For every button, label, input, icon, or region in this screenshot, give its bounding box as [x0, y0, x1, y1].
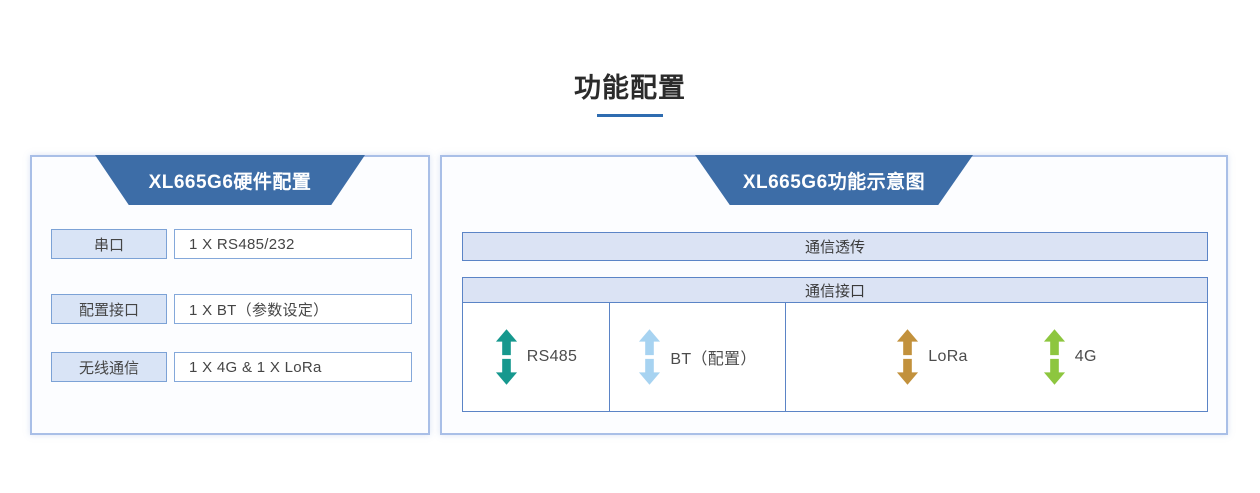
- interface-cell-bt: BT（配置）: [609, 303, 785, 411]
- double-vertical-arrow-icon: [897, 329, 919, 385]
- title-underline: [597, 114, 663, 117]
- page-header: 功能配置: [0, 66, 1260, 117]
- function-diagram-panel: XL665G6功能示意图 通信透传 通信接口 RS485: [440, 155, 1228, 435]
- interface-cell-wireless: LoRa 4G: [785, 303, 1207, 411]
- diagram-panel-title: XL665G6功能示意图: [742, 171, 926, 193]
- hardware-row-label: 配置接口: [51, 294, 167, 324]
- hardware-row-label: 串口: [51, 229, 167, 259]
- page-title: 功能配置: [574, 73, 686, 103]
- double-vertical-arrow-icon: [1043, 329, 1065, 385]
- interface-label: RS485: [526, 348, 578, 365]
- hardware-row-value: 1 X BT（参数设定）: [174, 294, 412, 324]
- interface-label: 4G: [1074, 348, 1097, 365]
- interface-group-4g: 4G: [1043, 328, 1097, 386]
- interface-table-header: 通信接口: [462, 277, 1208, 303]
- double-vertical-arrow-icon: [495, 329, 517, 385]
- hardware-row-label: 无线通信: [51, 352, 167, 382]
- hardware-row-config-interface: 配置接口 1 X BT（参数设定）: [51, 294, 412, 324]
- interface-label: LoRa: [928, 348, 968, 365]
- hardware-panel-header: XL665G6硬件配置: [95, 155, 365, 205]
- hardware-row-value: 1 X 4G & 1 X LoRa: [174, 352, 412, 382]
- hardware-panel-title: XL665G6硬件配置: [148, 171, 312, 193]
- interface-cell-rs485: RS485: [463, 303, 609, 411]
- interface-header-label: 通信接口: [804, 282, 865, 300]
- hardware-panel: XL665G6硬件配置 串口 1 X RS485/232 配置接口 1 X BT…: [30, 155, 430, 435]
- interface-cells-row: RS485 BT（配置）: [462, 303, 1208, 412]
- hardware-row-value: 1 X RS485/232: [174, 229, 412, 259]
- double-vertical-arrow-icon: [639, 329, 661, 385]
- interface-label: BT（配置）: [670, 351, 757, 368]
- diagram-panel-header: XL665G6功能示意图: [695, 155, 973, 205]
- passthrough-bar: 通信透传: [462, 232, 1208, 261]
- hardware-row-serial: 串口 1 X RS485/232: [51, 229, 412, 259]
- interface-table: 通信接口 RS485 BT（配置）: [462, 277, 1208, 412]
- interface-group-lora: LoRa: [896, 328, 967, 386]
- hardware-row-wireless: 无线通信 1 X 4G & 1 X LoRa: [51, 352, 412, 382]
- passthrough-bar-label: 通信透传: [804, 239, 865, 256]
